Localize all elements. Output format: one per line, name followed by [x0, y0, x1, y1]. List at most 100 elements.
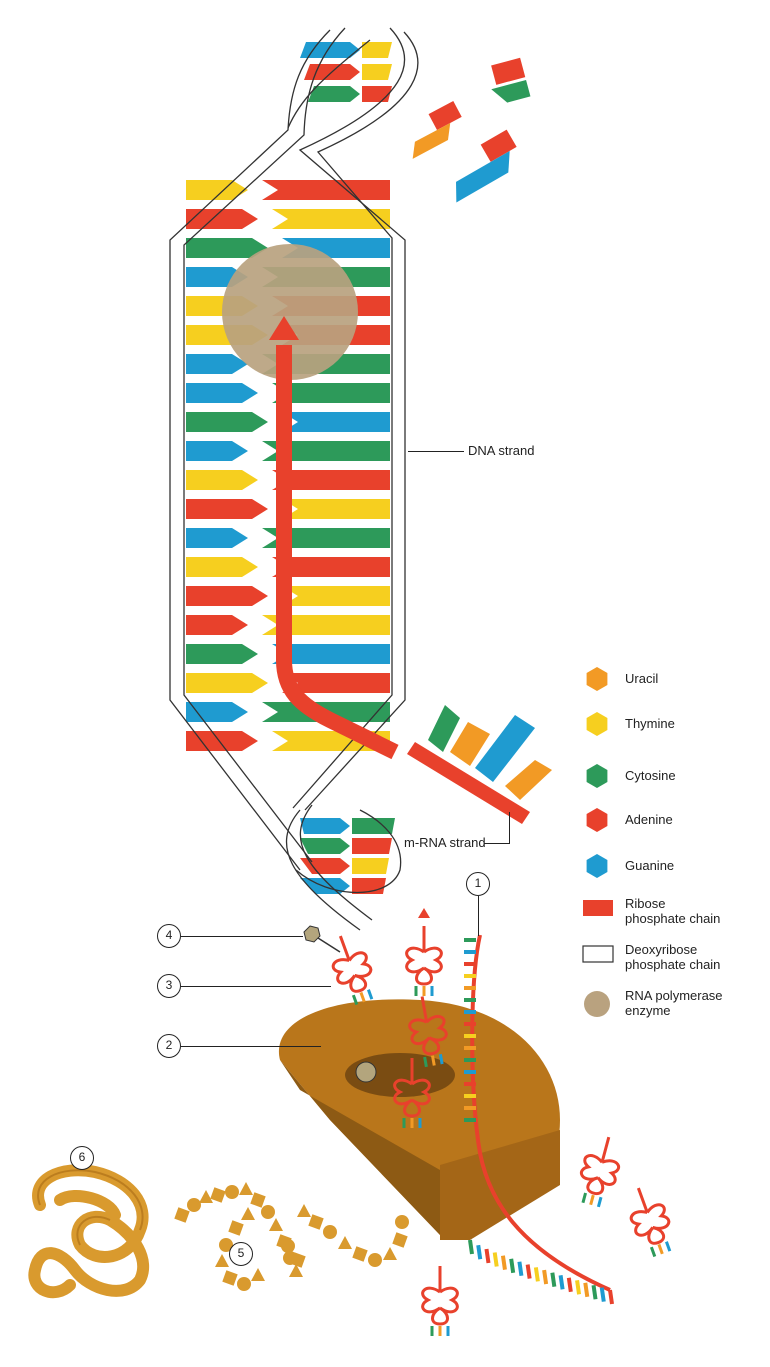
- mrna-base-tick: [476, 1244, 483, 1260]
- amino-acid: [210, 1187, 226, 1203]
- base-right: [262, 528, 390, 548]
- legend-swatch-cytosine: [586, 764, 608, 788]
- callout-2: 2: [157, 1034, 181, 1058]
- legend-label-1: Thymine: [625, 716, 675, 731]
- legend-label-line: Thymine: [625, 716, 675, 731]
- base-left: [186, 383, 258, 403]
- legend-swatch-polymerase: [584, 991, 610, 1017]
- mrna-base-tick: [500, 1255, 507, 1270]
- legend-label-line: phosphate chain: [625, 911, 721, 926]
- callout-4: 4: [157, 924, 181, 948]
- amino-acid-hexagon: [303, 925, 321, 943]
- base-left: [186, 354, 248, 374]
- amino-acid: [392, 1232, 408, 1248]
- trna: [331, 935, 374, 1006]
- base-left: [186, 209, 258, 229]
- dna-backbone: [169, 27, 419, 931]
- transfer-rna-molecules: [303, 908, 672, 1336]
- trna: [408, 996, 448, 1068]
- mrna-base-tick: [583, 1282, 590, 1298]
- base-right: [352, 858, 389, 874]
- amino-acid: [395, 1215, 409, 1229]
- mrna-strand: [407, 705, 552, 824]
- amino-acid: [199, 1190, 213, 1203]
- legend-label-line: Adenine: [625, 812, 673, 827]
- mrna-base-tick: [608, 1289, 614, 1305]
- rna-polymerase-circle: [222, 244, 358, 380]
- legend-label-line: Ribose: [625, 896, 666, 911]
- callout-1-leader: [478, 896, 479, 936]
- amino-acid: [251, 1268, 265, 1281]
- mrna-base-tick: [599, 1287, 606, 1302]
- amino-acid: [215, 1254, 229, 1267]
- trna: [393, 1058, 431, 1128]
- mrna-base-tick: [509, 1258, 516, 1274]
- mrna-base-tick: [533, 1267, 540, 1282]
- base-left: [186, 586, 268, 606]
- legend-swatch-guanine: [586, 854, 608, 878]
- amino-acid: [225, 1185, 239, 1199]
- legend-label-0: Uracil: [625, 671, 658, 686]
- amino-acid: [352, 1246, 368, 1262]
- base-left: [186, 528, 248, 548]
- callout-2-leader: [181, 1046, 321, 1047]
- legend-swatch-adenine: [586, 808, 608, 832]
- callout-1: 1: [466, 872, 490, 896]
- base-right: [352, 838, 392, 854]
- amino-acid: [281, 1239, 295, 1253]
- amino-acid: [368, 1253, 382, 1267]
- trna: [629, 1187, 672, 1258]
- base-right: [262, 615, 390, 635]
- legend-label-line: Cytosine: [625, 768, 676, 783]
- trna-arrow: [418, 908, 430, 918]
- base-right: [362, 64, 392, 80]
- base-left: [300, 818, 350, 834]
- dna-strand-label: DNA strand: [468, 443, 535, 458]
- amino-acid: [290, 1252, 306, 1268]
- amino-acid: [241, 1207, 255, 1220]
- base-left: [300, 838, 350, 854]
- legend-label-line: Guanine: [625, 858, 675, 873]
- free-nucleotides: [412, 57, 531, 203]
- ribosome: [278, 999, 560, 1240]
- legend-swatch-thymine: [586, 712, 608, 736]
- amino-acid: [237, 1277, 251, 1291]
- base-left: [186, 557, 258, 577]
- mrna-base-tick: [542, 1269, 549, 1285]
- folded-protein-shade: [37, 1169, 144, 1246]
- legend-label-line: phosphate chain: [625, 957, 721, 972]
- base-right: [362, 42, 392, 58]
- amino-acid: [383, 1247, 397, 1260]
- callout-6: 6: [70, 1146, 94, 1170]
- callout-4-leader: [181, 936, 303, 937]
- base-right: [282, 673, 390, 693]
- legend-label-2: Cytosine: [625, 768, 676, 783]
- amino-acid: [289, 1264, 303, 1277]
- base-left: [186, 702, 248, 722]
- base-right: [262, 441, 390, 461]
- mrna-base-tick: [517, 1261, 524, 1277]
- mrna-chain: [464, 934, 614, 1305]
- mrna-base-tick: [591, 1284, 598, 1300]
- mrna-base-tick: [484, 1248, 491, 1264]
- base-right: [272, 383, 390, 403]
- mrna-base-tick: [558, 1275, 565, 1290]
- base-right: [262, 180, 390, 200]
- base-left: [186, 673, 268, 693]
- mrna-strand-leader-h: [484, 843, 510, 844]
- amino-acid: [174, 1207, 190, 1223]
- legend-label-line: Deoxyribose: [625, 942, 698, 957]
- mrna-arrow-head: [269, 316, 299, 340]
- mrna-arrow: [276, 345, 399, 760]
- base-left: [186, 499, 268, 519]
- base-right: [282, 586, 390, 606]
- legend-swatch-deoxyribose: [582, 945, 614, 963]
- amino-acid: [222, 1270, 238, 1286]
- legend-swatch-uracil: [586, 667, 608, 691]
- base-left: [300, 858, 350, 874]
- amino-acid: [228, 1220, 244, 1236]
